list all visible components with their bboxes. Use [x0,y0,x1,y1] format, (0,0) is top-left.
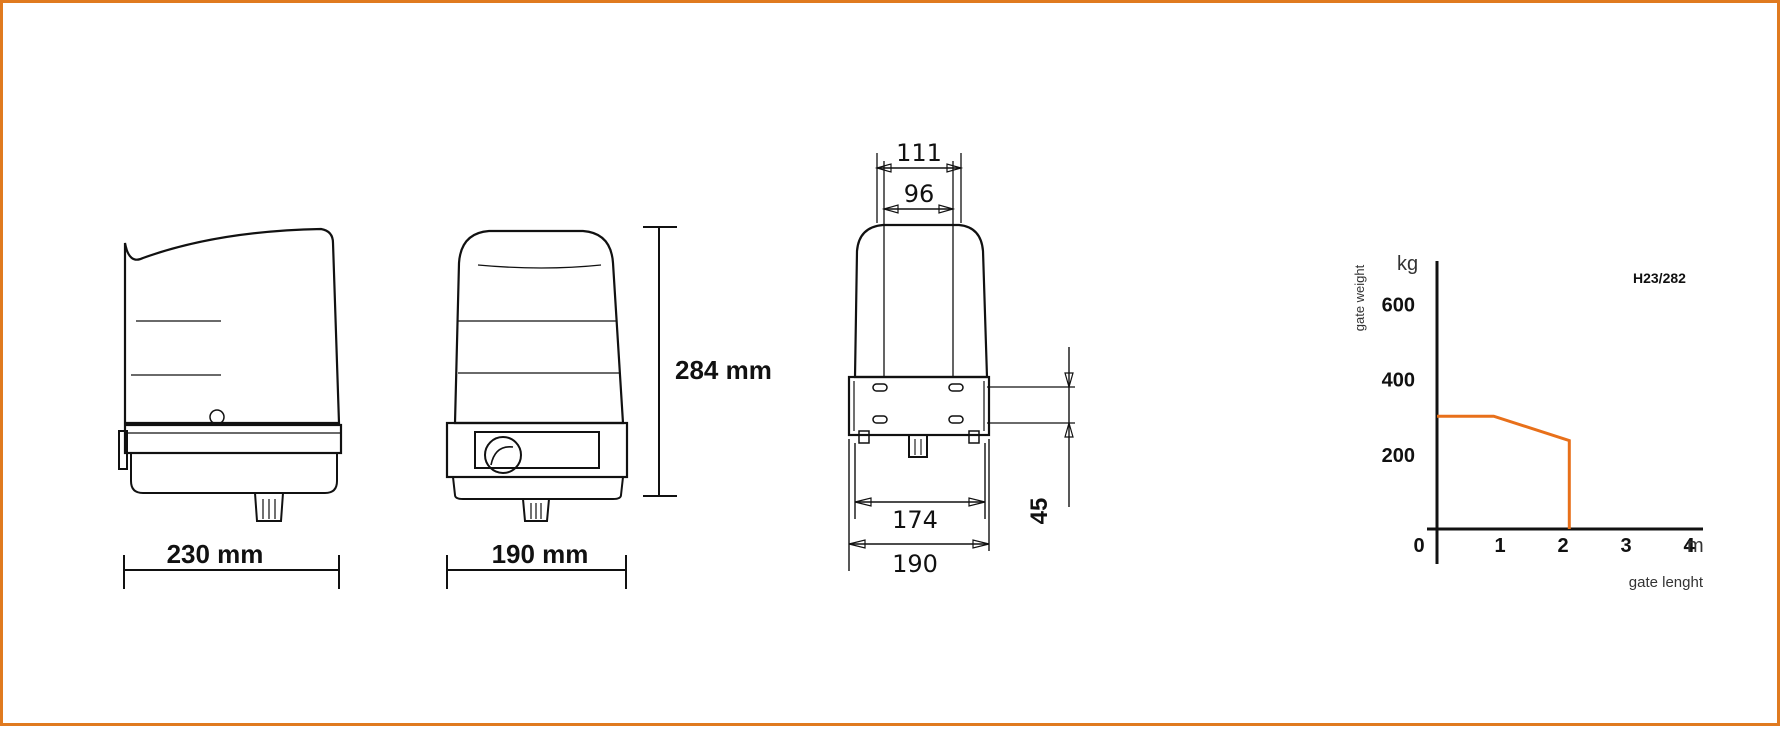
chart-title: H23/282 [1633,270,1686,286]
front-view: 190 mm 284 mm [445,226,772,589]
chart-x-tick-label: 3 [1620,535,1631,557]
chart-y-tick-label: 200 [1382,445,1415,467]
base-outer-label: 190 [892,550,938,578]
rear-view: 111 96 174 190 45 [847,139,1075,578]
front-height-label: 284 mm [675,355,772,385]
chart-x-unit: m [1687,535,1704,557]
top-inner-label: 96 [904,180,935,208]
chart-y-label: gate weight [1352,264,1367,331]
chart-y-tick-label: 400 [1382,370,1415,392]
chart-x-label: gate lenght [1629,574,1704,591]
base-inner-label: 174 [892,506,938,534]
technical-drawing: 230 mm 190 mm 284 mm [118,139,1704,591]
chart-x-tick-label: 4 [1683,535,1695,557]
chart-y-tick-label: 600 [1382,294,1415,316]
chart-series-line [1437,414,1571,529]
weight-length-chart: gate weight kg H23/282 200 400 600 0 1 2 3 4 m… [1352,253,1704,591]
mount-height-label: 45 [1026,498,1053,525]
chart-x-tick-label: 0 [1413,535,1424,557]
top-outer-label: 111 [896,139,942,167]
chart-x-tick-label: 1 [1494,535,1505,557]
front-width-label: 190 mm [492,539,589,569]
chart-y-unit: kg [1397,253,1418,275]
side-width-label: 230 mm [167,539,264,569]
side-view: 230 mm [118,227,343,589]
chart-x-tick-label: 2 [1557,535,1568,557]
